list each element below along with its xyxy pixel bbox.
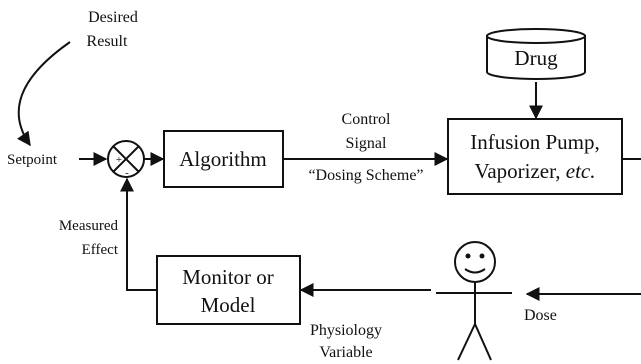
plus-sign: + bbox=[116, 154, 122, 166]
monitor-model-box bbox=[156, 255, 301, 325]
monitor-label-line2: Model bbox=[201, 293, 256, 317]
dosing-scheme-label: “Dosing Scheme” bbox=[308, 167, 423, 184]
summing-junction: + - bbox=[107, 140, 145, 179]
control-signal-label-line1: Control bbox=[342, 111, 391, 128]
dose-label: Dose bbox=[524, 307, 557, 324]
drug-label: Drug bbox=[514, 46, 558, 70]
measured-effect-label-line2: Effect bbox=[82, 242, 119, 258]
control-signal-label-line2: Signal bbox=[346, 135, 387, 152]
setpoint-label: Setpoint bbox=[7, 152, 58, 168]
minus-sign: - bbox=[125, 167, 129, 179]
algorithm-box bbox=[163, 130, 284, 188]
infusion-pump-label-line2: Vaporizer, etc. bbox=[474, 159, 595, 183]
physiology-variable-label-line1: Physiology bbox=[310, 322, 382, 339]
algorithm-label: Algorithm bbox=[179, 147, 267, 171]
patient-stick-figure bbox=[436, 241, 512, 361]
infusion-pump-box bbox=[447, 118, 623, 195]
desired-result-arrow bbox=[17, 41, 71, 147]
desired-result-label-line2: Result bbox=[87, 33, 128, 50]
desired-result-label-line1: Desired bbox=[88, 9, 138, 26]
physiology-variable-label-line2: Variable bbox=[319, 344, 372, 361]
drug-cylinder: Drug bbox=[486, 28, 586, 80]
infusion-pump-label-line1: Infusion Pump, bbox=[470, 130, 600, 154]
measured-effect-label-line1: Measured bbox=[59, 218, 119, 234]
monitor-label-line1: Monitor or bbox=[182, 265, 274, 289]
feedback-arrow bbox=[120, 177, 157, 291]
